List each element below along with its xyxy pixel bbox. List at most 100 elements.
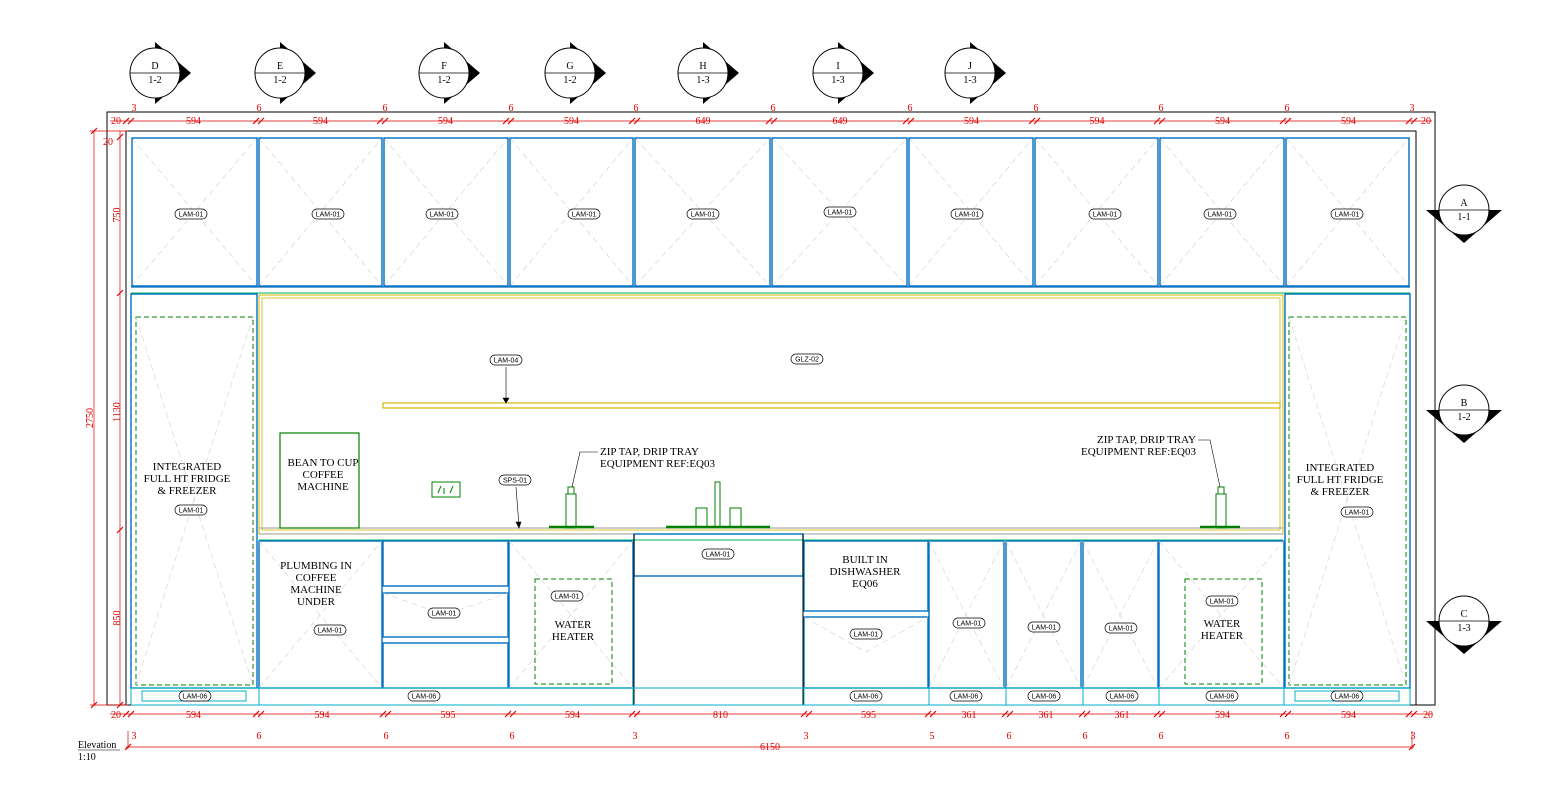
material-tag-label: LAM-06 xyxy=(854,694,879,701)
label-line: HEATER xyxy=(1201,630,1244,642)
label-line: EQUIPMENT REF:EQ03 xyxy=(600,458,715,470)
material-tag: LAM-01 xyxy=(950,208,984,220)
base-units xyxy=(258,533,1285,705)
wall-cabinet xyxy=(131,137,258,287)
material-tag-label: LAM-01 xyxy=(1208,212,1233,219)
material-tag-label: LAM-01 xyxy=(572,212,597,219)
dimension-text: 6 xyxy=(1083,731,1088,742)
splashback-glazing xyxy=(258,294,1284,535)
dimension-text: 750 xyxy=(112,208,123,223)
side-section-markers: A1-1B1-2C1-3 xyxy=(1426,184,1502,654)
material-tag: LAM-01 xyxy=(567,208,601,220)
material-tag-label: LAM-01 xyxy=(430,212,455,219)
leader-lines xyxy=(502,367,1221,529)
dimension-text: 6 xyxy=(384,731,389,742)
material-tag-label: GLZ-02 xyxy=(795,357,819,364)
dimension-text: 6 xyxy=(1285,731,1290,742)
material-tag: LAM-01 xyxy=(313,624,347,636)
dimension-text: 1130 xyxy=(112,402,123,422)
top-section-markers: D1-2E1-2F1-2G1-2H1-3I1-3J1-3 xyxy=(129,42,1006,104)
wall-cabinet xyxy=(509,137,634,287)
wall-cabinet xyxy=(258,137,383,287)
material-tag-label: LAM-01 xyxy=(318,628,343,635)
material-tag-label: LAM-06 xyxy=(412,694,437,701)
label-line: WATER xyxy=(555,619,592,631)
section-marker-h[interactable]: H 1-3 xyxy=(677,42,739,104)
dimension-text: 594 xyxy=(1215,710,1230,721)
material-tag-label: LAM-06 xyxy=(1210,694,1235,701)
material-tag: SPS-01 xyxy=(498,474,532,486)
material-tag: LAM-01 xyxy=(1340,506,1374,518)
coffee-machine xyxy=(279,432,360,529)
dimension-text: 6 xyxy=(1159,731,1164,742)
label-line: & FREEZER xyxy=(158,485,218,497)
marker-letter: H xyxy=(699,61,706,72)
section-marker-i[interactable]: I1-3 xyxy=(812,42,874,104)
label-line: COFFEE xyxy=(296,572,337,584)
label-line: DISHWASHER xyxy=(830,566,902,578)
section-marker-g[interactable]: G1-2 xyxy=(544,42,606,104)
material-tag: LAM-01 xyxy=(1088,208,1122,220)
section-marker-j[interactable]: J1-3 xyxy=(944,42,1006,104)
material-tag-label: LAM-01 xyxy=(955,212,980,219)
marker-sheet: 1-3 xyxy=(696,75,709,86)
section-marker-d[interactable]: D1-2 xyxy=(129,42,191,104)
marker-sheet: 1-3 xyxy=(831,75,844,86)
dimension-text: 6 xyxy=(257,103,262,114)
material-tag: LAM-06 xyxy=(1027,690,1061,702)
drawing-title: Elevation 1:10 xyxy=(78,740,120,763)
material-tag: LAM-01 xyxy=(174,208,208,220)
section-marker-c[interactable]: C1-3 xyxy=(1426,595,1502,654)
material-tag-label: LAM-06 xyxy=(183,694,208,701)
dimension-text: 6 xyxy=(509,103,514,114)
wall-cabinet xyxy=(383,137,509,287)
marker-letter: A xyxy=(1460,198,1468,209)
dimension-text: 6 xyxy=(1007,731,1012,742)
section-marker-e[interactable]: E1-2 xyxy=(254,42,316,104)
material-tag: LAM-06 xyxy=(178,690,212,702)
material-tag: LAM-01 xyxy=(849,628,883,640)
material-tag: LAM-01 xyxy=(823,206,857,218)
label-line: INTEGRATED xyxy=(153,461,221,473)
material-tag: LAM-01 xyxy=(1203,208,1237,220)
dimension-text: 649 xyxy=(833,116,848,127)
dimension-text: 3 xyxy=(132,103,137,114)
material-tag: GLZ-02 xyxy=(790,353,824,365)
label-line: FULL HT FRIDGE xyxy=(144,473,231,485)
marker-sheet: 1-2 xyxy=(1457,412,1470,423)
dimension-text: 594 xyxy=(565,710,580,721)
zip-tap-left-icon xyxy=(549,486,594,529)
material-tag-label: LAM-01 xyxy=(1345,510,1370,517)
wall-cabinet xyxy=(771,137,908,287)
dimension-text: 594 xyxy=(186,116,201,127)
dimension-text: 3 xyxy=(1410,103,1415,114)
label-line: COFFEE xyxy=(303,469,344,481)
material-tag-label: LAM-01 xyxy=(828,210,853,217)
dimension-text: 6 xyxy=(634,103,639,114)
label-line: ZIP TAP, DRIP TRAY xyxy=(1097,434,1196,446)
dimension-text: 594 xyxy=(438,116,453,127)
dimension-text: 6 xyxy=(1285,103,1290,114)
dimension-text: 6 xyxy=(908,103,913,114)
dimension-text: 594 xyxy=(1090,116,1105,127)
section-marker-a[interactable]: A1-1 xyxy=(1426,184,1502,243)
marker-letter: E xyxy=(277,61,283,72)
material-tag: LAM-06 xyxy=(849,690,883,702)
section-marker-b[interactable]: B1-2 xyxy=(1426,384,1502,443)
marker-sheet: 1-2 xyxy=(148,75,161,86)
marker-sheet: 1-2 xyxy=(563,75,576,86)
material-tag-label: LAM-01 xyxy=(179,508,204,515)
dimension-text: 594 xyxy=(964,116,979,127)
material-tag: LAM-06 xyxy=(1330,690,1364,702)
section-marker-f[interactable]: F1-2 xyxy=(418,42,480,104)
material-tag: LAM-01 xyxy=(1104,622,1138,634)
dimension-text: 649 xyxy=(696,116,711,127)
material-tag: LAM-01 xyxy=(1330,208,1364,220)
material-tag-label: LAM-01 xyxy=(691,212,716,219)
material-tag: LAM-01 xyxy=(686,208,720,220)
marker-letter: F xyxy=(441,61,447,72)
